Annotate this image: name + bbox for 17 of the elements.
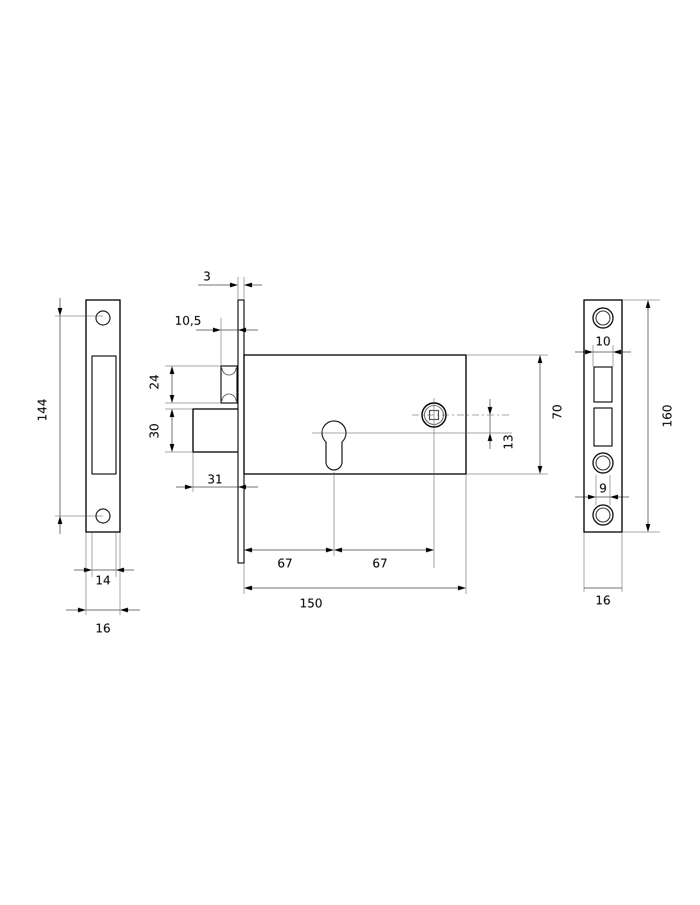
dimension-value: 160 (662, 405, 672, 426)
dimension-value: 10 (596, 336, 610, 346)
dimension-value: 67 (278, 558, 292, 568)
dimension-value: 144 (38, 399, 46, 420)
dimension-value: 70 (552, 405, 562, 419)
dimension-value: 30 (149, 424, 159, 438)
dimension-value: 24 (150, 375, 158, 389)
dimension-value: 14 (96, 576, 110, 584)
dimension-value: 16 (96, 623, 110, 633)
dimension-value: 10,5 (176, 316, 200, 326)
dimension-value: 31 (208, 474, 222, 484)
dimension-value: 3 (204, 271, 210, 281)
dimension-value: 9 (600, 483, 606, 493)
dimension-value: 13 (503, 435, 513, 448)
dimension-value: 16 (596, 595, 610, 605)
dimension-value: 150 (300, 598, 322, 608)
dimension-value: 67 (373, 558, 387, 568)
